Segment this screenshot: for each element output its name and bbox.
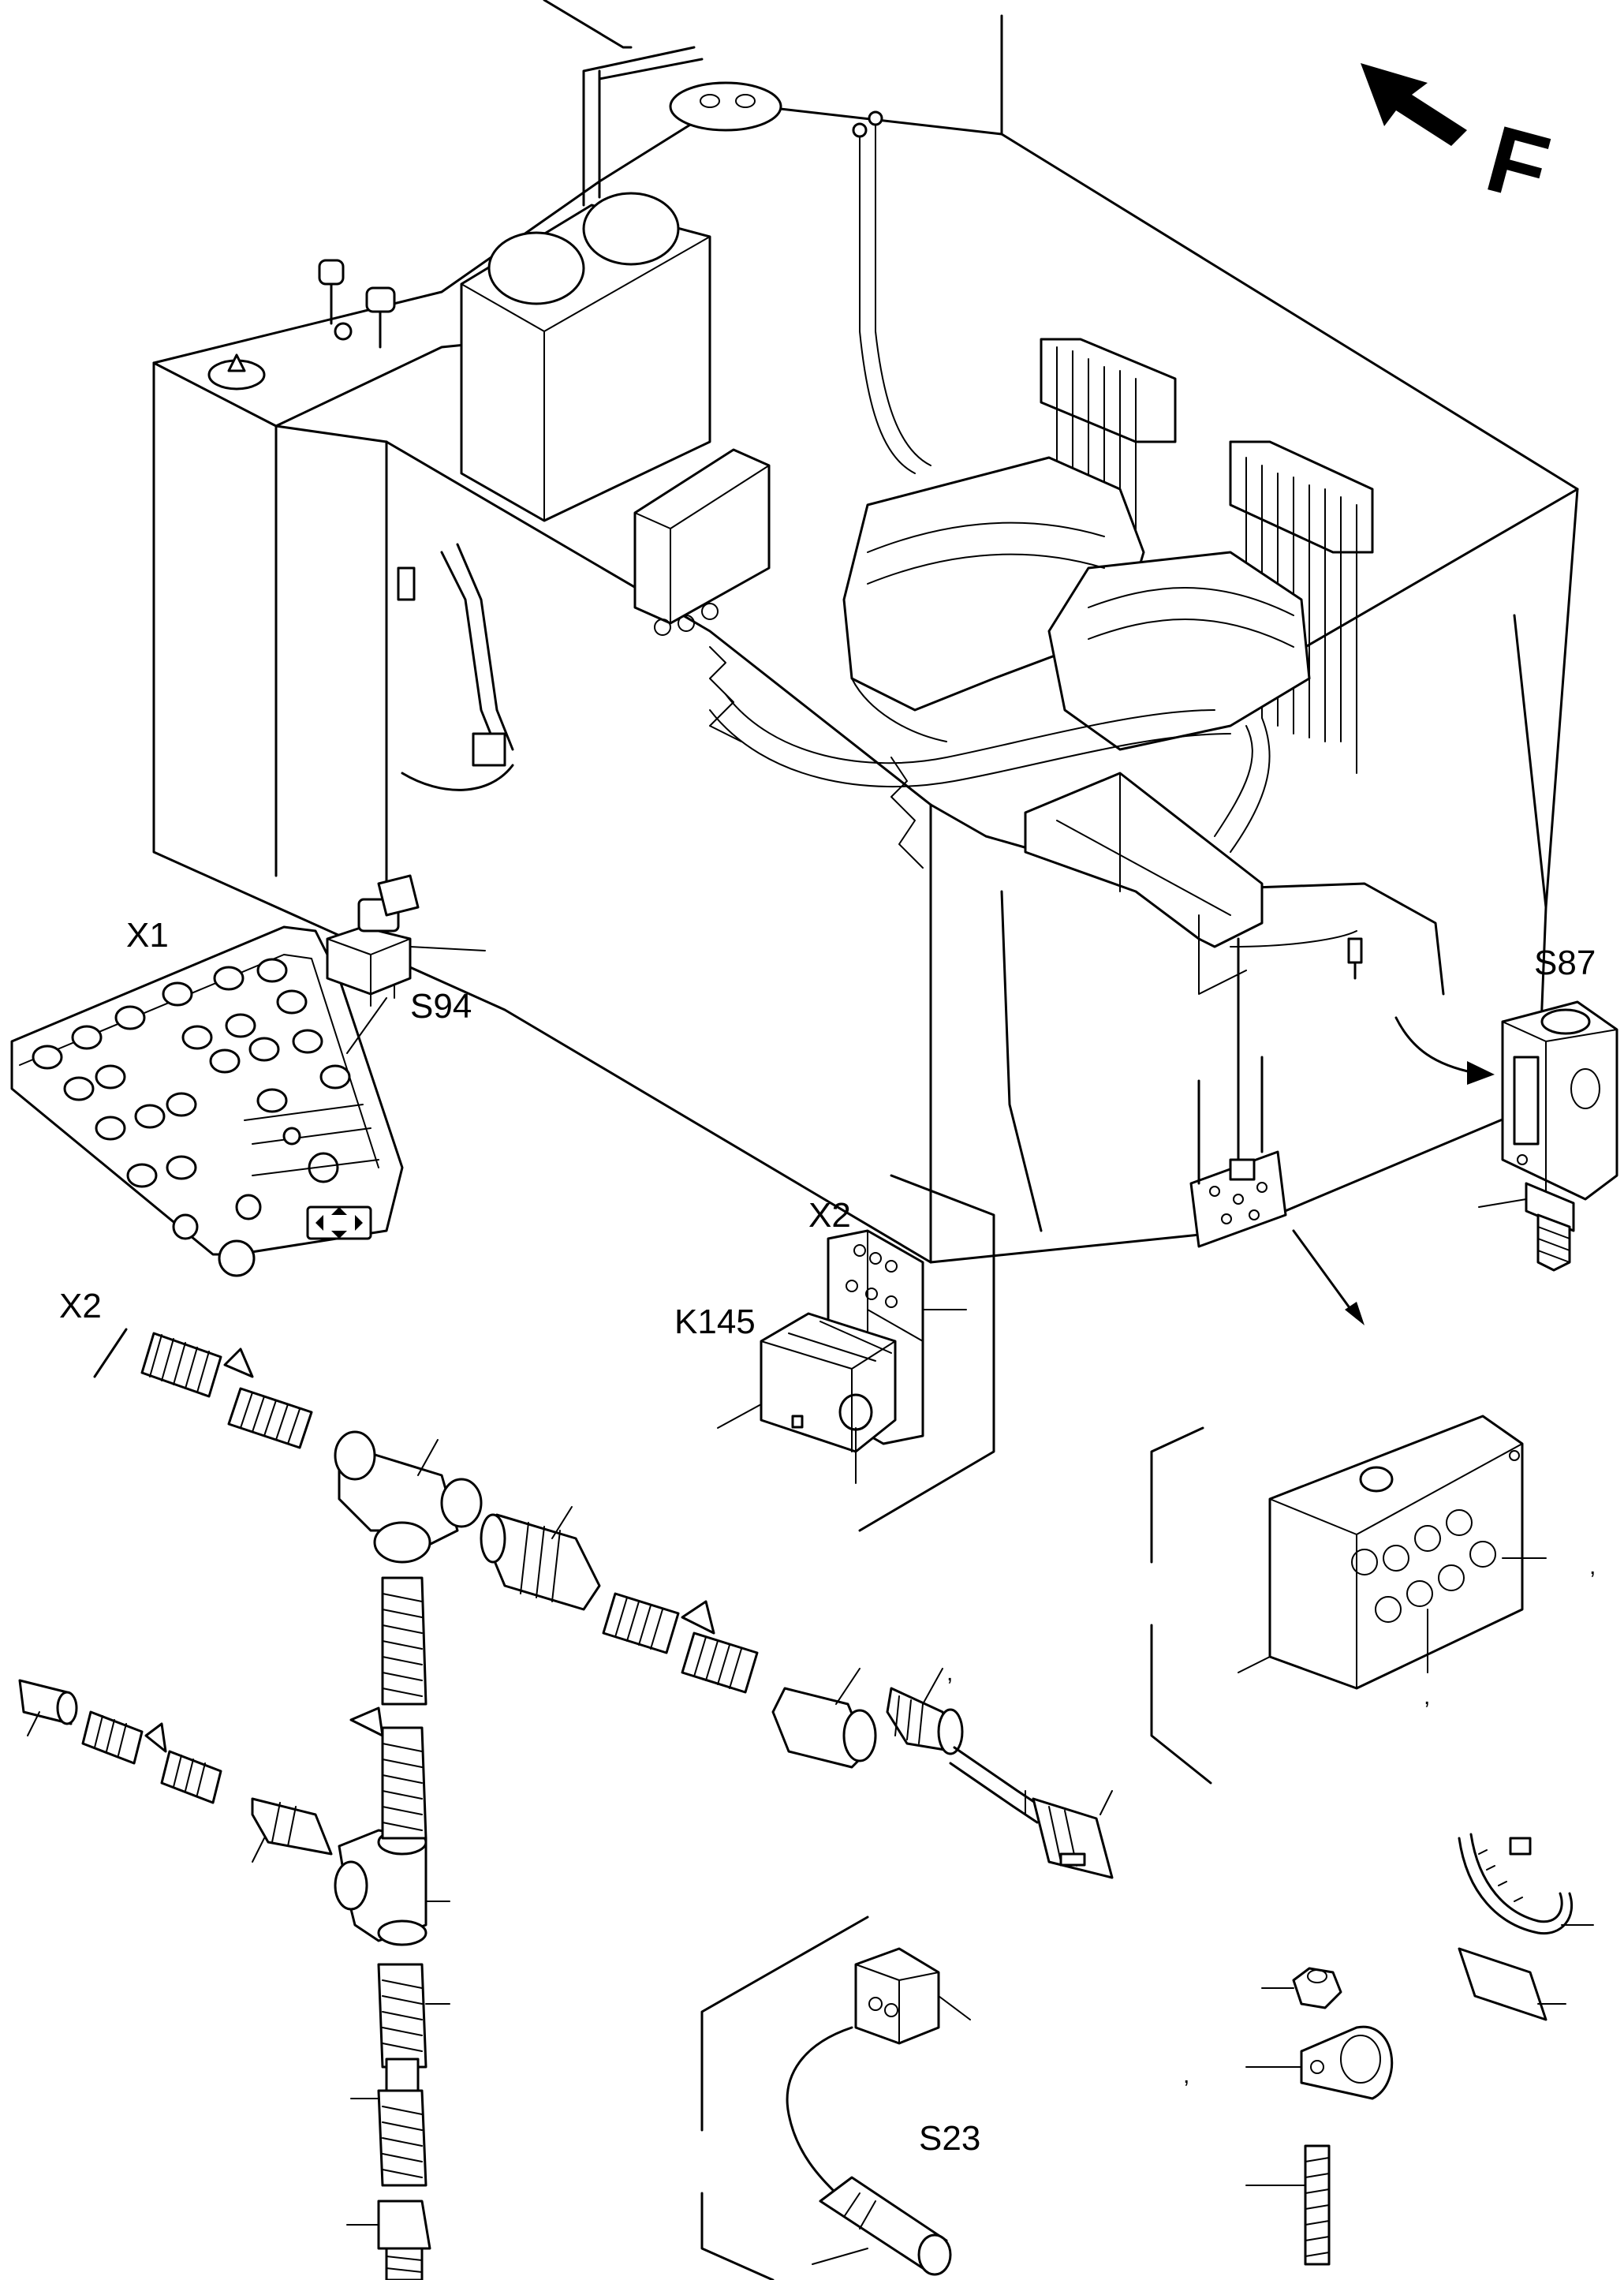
filter-block [460,192,711,522]
s23-bracket [700,1916,869,2280]
s23-connector [854,1947,971,2045]
comma-4: , [1183,2062,1189,2088]
k145-relay [717,1312,897,1484]
s87-sensor [1478,1000,1618,1272]
harness-bracket [1024,717,1357,995]
corrugated-tube-5 [81,1710,144,1765]
tee-fitting-lower [334,1829,450,1946]
s87-label: S87 [1534,944,1596,982]
hex-nut [1261,1967,1342,2009]
electrical-box [633,448,771,636]
vertical-tube-upper [381,1576,427,1706]
s23-label: S23 [919,2119,980,2158]
corrugated-tube-4 [681,1632,759,1694]
machine-frame [152,0,1579,1264]
corrugated-tube-1 [140,1332,222,1398]
s23-cable [786,2026,853,2195]
conduit-nut [771,1668,877,1769]
cabinet-fittings [207,259,396,391]
tee-fitting-upper [334,1430,483,1564]
comma-2: , [1424,1684,1430,1710]
lower-left-coupler-2 [251,1797,333,1863]
radiator-1 [1040,338,1177,569]
engine [709,110,1311,869]
k145-label: K145 [674,1303,756,1341]
corrugated-tube-3 [602,1592,680,1654]
top-tank [582,46,782,207]
screw [1245,2144,1331,2266]
x1-label: X1 [126,916,169,955]
left-cabinet-tube [397,543,514,791]
enclosure-box [1238,1415,1547,1690]
x1-control-panel [10,925,404,1277]
vertical-nut-bottom [346,2200,431,2280]
gland-fitting [886,1668,964,1755]
comma-3: , [946,1660,953,1686]
vertical-tube-mid [381,1726,427,1840]
vertical-tube-lower [377,1963,450,2069]
corrugated-tube-6 [160,1750,222,1804]
s23-sensor-body [812,2176,952,2276]
s87-connector [1347,937,1495,1085]
comma-1: , [1589,1553,1596,1579]
x2-relay-label: X2 [808,1196,851,1235]
cable-tie [1458,1833,1594,1935]
s94-switch [326,874,486,1054]
vertical-tube-bottom [350,2089,427,2187]
enclosure-bracket [1150,1426,1212,1785]
sleeve [1458,1947,1566,2021]
coupler-mid [480,1506,601,1611]
x2-conduit-label: X2 [59,1287,102,1325]
direction-label: F [1477,106,1559,222]
relay-bracket [858,1174,995,1532]
p-clamp [1245,2025,1394,2100]
direction-arrow: F [1361,63,1559,222]
terminal-plate [1189,1056,1365,1325]
s94-label: S94 [410,987,472,1026]
corrugated-tube-2 [227,1387,313,1449]
cable-plug [1025,1790,1114,1879]
lower-left-coupler [18,1679,78,1736]
conduit-assembly: X2 [18,1287,1114,2280]
